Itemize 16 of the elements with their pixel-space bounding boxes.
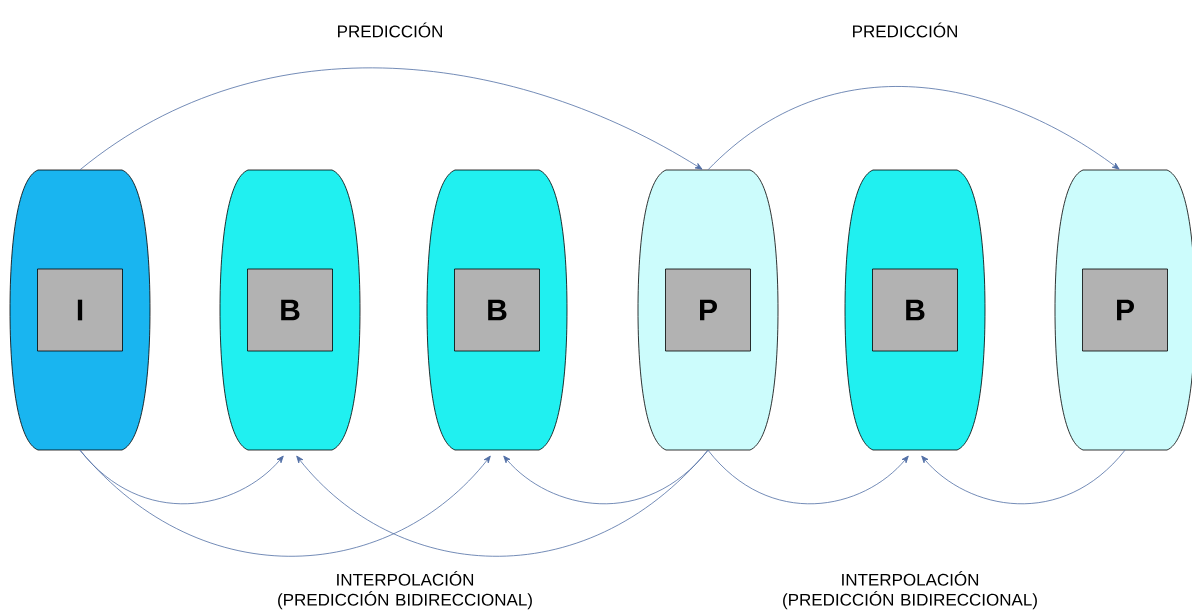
- letter-box: B: [872, 268, 958, 352]
- letter-box: B: [454, 268, 540, 352]
- arrow: [921, 449, 1126, 505]
- arrow: [707, 449, 909, 505]
- arrow: [707, 86, 1120, 171]
- letter-box: B: [247, 268, 333, 352]
- arrow: [79, 67, 703, 171]
- caption-text: INTERPOLACIÓN (PREDICCIÓN BIDIRECCIONAL): [278, 570, 532, 610]
- letter-box: P: [1082, 268, 1168, 352]
- caption-text: INTERPOLACIÓN (PREDICCIÓN BIDIRECCIONAL): [783, 570, 1037, 610]
- caption-text: PREDICCIÓN: [338, 22, 442, 38]
- arrow: [79, 449, 491, 557]
- letter-box: P: [665, 268, 751, 352]
- letter-box: I: [37, 268, 123, 352]
- arrow: [503, 449, 709, 505]
- caption-text: PREDICCIÓN: [853, 22, 957, 38]
